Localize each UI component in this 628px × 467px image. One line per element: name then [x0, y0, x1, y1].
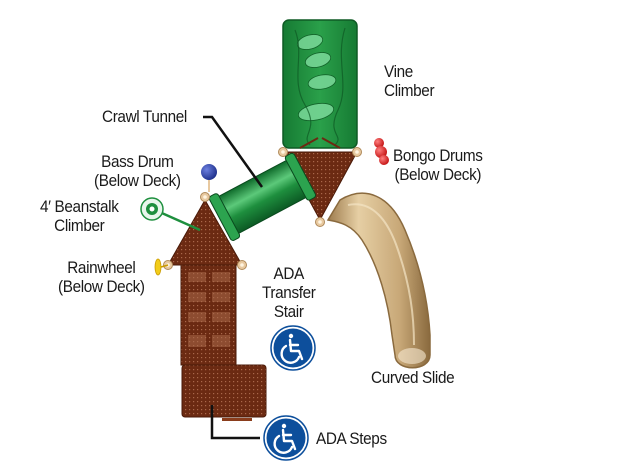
label-line: Climber: [384, 81, 435, 100]
label-line: Vine: [384, 62, 413, 81]
crawl-tunnel-leader: [203, 115, 264, 188]
label-line: Stair: [273, 302, 304, 321]
label-line: (Below Deck): [394, 165, 482, 184]
label-line: Climber: [54, 216, 105, 235]
ada-steps-platform: [181, 364, 267, 421]
beanstalk-climber: [140, 197, 201, 232]
leader-lines: [203, 115, 264, 440]
label-ada-transfer-stair: ADA Transfer Stair: [262, 264, 316, 321]
bongo-drums: [374, 138, 389, 165]
label-line: Crawl Tunnel: [102, 107, 187, 126]
rainwheel: [154, 258, 169, 276]
crawl-tunnel: [208, 152, 317, 241]
label-line: ADA: [273, 264, 305, 283]
ada-steps-icon: [263, 415, 309, 461]
ada-transfer-stair-icon: [270, 325, 316, 371]
curved-slide: [326, 192, 431, 369]
label-line: Curved Slide: [371, 368, 455, 387]
bass-drum: [201, 164, 217, 192]
ada-steps-leader: [210, 405, 260, 440]
label-line: (Below Deck): [58, 277, 145, 296]
label-line: 4′ Beanstalk: [40, 197, 119, 216]
label-crawl-tunnel: Crawl Tunnel: [102, 107, 187, 126]
label-rainwheel: Rainwheel (Below Deck): [58, 258, 145, 296]
label-curved-slide: Curved Slide: [371, 368, 455, 387]
vine-climber: [282, 19, 358, 149]
label-bass-drum: Bass Drum (Below Deck): [94, 152, 181, 190]
label-vine-climber: Vine Climber: [384, 62, 435, 100]
label-ada-steps: ADA Steps: [316, 429, 387, 448]
label-beanstalk-climber: 4′ Beanstalk Climber: [40, 197, 119, 235]
deck-left-tower: [167, 198, 243, 366]
label-line: ADA Steps: [316, 429, 387, 448]
label-line: Rainwheel: [67, 258, 136, 277]
label-line: Transfer: [262, 283, 316, 302]
label-line: (Below Deck): [94, 171, 181, 190]
label-line: Bongo Drums: [393, 146, 483, 165]
label-line: Bass Drum: [101, 152, 174, 171]
label-bongo-drums: Bongo Drums (Below Deck): [393, 146, 483, 184]
